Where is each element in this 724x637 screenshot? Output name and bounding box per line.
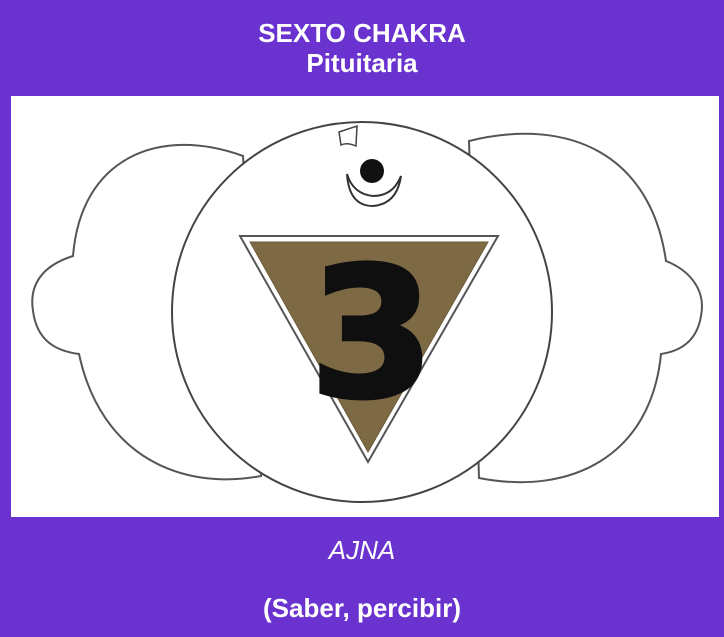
triangle <box>249 241 489 454</box>
chakra-meaning: (Saber, percibir) <box>263 593 461 623</box>
chakra-title: SEXTO CHAKRA <box>258 18 466 48</box>
crescent-moon <box>346 173 402 208</box>
chakra-name: AJNA <box>328 535 396 565</box>
chakra-illustration: 3 <box>11 96 719 517</box>
ajna-glyph: 3 <box>309 230 434 439</box>
gland-subtitle: Pituitaria <box>306 48 418 78</box>
bindu-flame <box>338 124 358 148</box>
ajna-chakra-icon: 3 <box>31 121 703 503</box>
header-band: SEXTO CHAKRA Pituitaria <box>0 0 724 96</box>
bindu-dot <box>360 159 384 183</box>
footer-band: AJNA (Saber, percibir) <box>0 517 724 637</box>
